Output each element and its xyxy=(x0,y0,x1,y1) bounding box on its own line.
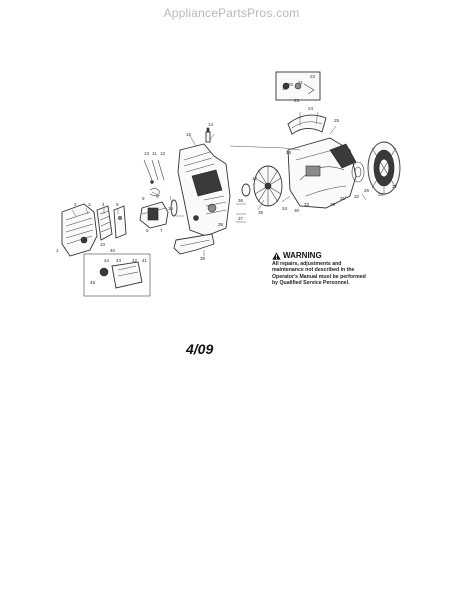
callout-13: 13 xyxy=(144,151,150,156)
callout-9: 9 xyxy=(156,194,159,199)
callout-11: 11 xyxy=(152,151,157,156)
callout-43: 43 xyxy=(116,258,122,263)
callout-numbers: 2 3 4 5 1 6 7 8 9 10 11 12 13 14 15 16 1… xyxy=(56,74,398,285)
callout-37: 37 xyxy=(238,216,244,221)
filter-plate[interactable] xyxy=(113,205,127,239)
callout-35: 35 xyxy=(258,210,264,215)
callout-33: 33 xyxy=(304,202,310,207)
warning-title: WARNING xyxy=(283,251,322,260)
callout-21: 21 xyxy=(298,80,304,85)
callout-15: 15 xyxy=(186,132,192,137)
callout-32: 32 xyxy=(354,194,360,199)
callout-25: 25 xyxy=(334,118,340,123)
callout-14: 14 xyxy=(208,122,214,127)
callout-8: 8 xyxy=(142,196,145,201)
warning-triangle-icon xyxy=(272,251,281,260)
starter-rope-assembly[interactable] xyxy=(275,71,321,101)
callout-28: 28 xyxy=(378,192,384,197)
callout-18: 18 xyxy=(286,150,292,155)
callout-17: 17 xyxy=(252,176,258,181)
callout-5: 5 xyxy=(116,202,119,207)
callout-1: 1 xyxy=(56,248,59,253)
callout-2: 2 xyxy=(74,202,77,207)
air-filter-cover[interactable] xyxy=(61,203,98,257)
callout-16: 16 xyxy=(168,206,174,211)
starter-spring[interactable] xyxy=(351,161,365,183)
callout-22: 22 xyxy=(310,74,316,79)
site-header: AppliancePartsPros.com xyxy=(163,6,300,20)
warning-text: All repairs, adjustments and maintenance… xyxy=(272,261,366,287)
callout-41: 41 xyxy=(142,258,148,263)
callout-20: 20 xyxy=(288,82,294,87)
callout-26: 26 xyxy=(364,188,370,193)
callout-38: 38 xyxy=(218,222,224,227)
date-code: 4/09 xyxy=(186,341,214,357)
screw-pair[interactable] xyxy=(143,159,165,184)
callout-39: 39 xyxy=(200,256,206,261)
callout-29: 29 xyxy=(330,202,336,207)
callout-31: 31 xyxy=(340,196,346,201)
throttle-handle[interactable] xyxy=(173,233,215,255)
callout-27: 27 xyxy=(392,184,398,189)
callout-45: 45 xyxy=(90,280,96,285)
inset-box-engine-parts[interactable] xyxy=(83,253,151,297)
warning-notice: WARNING All repairs, adjustments and mai… xyxy=(272,251,368,287)
spring-clip[interactable] xyxy=(149,188,161,196)
callout-6: 6 xyxy=(146,228,149,233)
callout-3: 3 xyxy=(88,202,91,207)
nut[interactable] xyxy=(241,183,251,197)
starter-pulley[interactable] xyxy=(367,141,401,195)
callout-44: 44 xyxy=(104,258,110,263)
callout-42: 42 xyxy=(132,258,138,263)
leader-lines xyxy=(71,111,385,256)
callout-24: 24 xyxy=(308,106,314,111)
spark-plug[interactable] xyxy=(205,127,211,143)
callout-36: 36 xyxy=(238,198,244,203)
callout-4: 4 xyxy=(102,202,105,207)
carburetor-gasket[interactable] xyxy=(170,199,178,217)
callout-12: 12 xyxy=(160,151,166,156)
callout-30: 30 xyxy=(294,208,300,213)
air-filter[interactable] xyxy=(96,205,113,241)
callout-34: 34 xyxy=(282,206,288,211)
blower-tube-bracket[interactable] xyxy=(287,114,327,135)
callout-40: 40 xyxy=(110,248,116,253)
carburetor[interactable] xyxy=(139,201,169,229)
engine-cylinder[interactable] xyxy=(177,143,231,237)
callout-19: 19 xyxy=(282,86,288,91)
callout-7: 7 xyxy=(160,228,163,233)
impeller[interactable] xyxy=(253,165,283,207)
callout-23: 23 xyxy=(294,98,300,103)
blower-housing[interactable] xyxy=(287,137,357,209)
callout-10: 10 xyxy=(100,242,106,247)
